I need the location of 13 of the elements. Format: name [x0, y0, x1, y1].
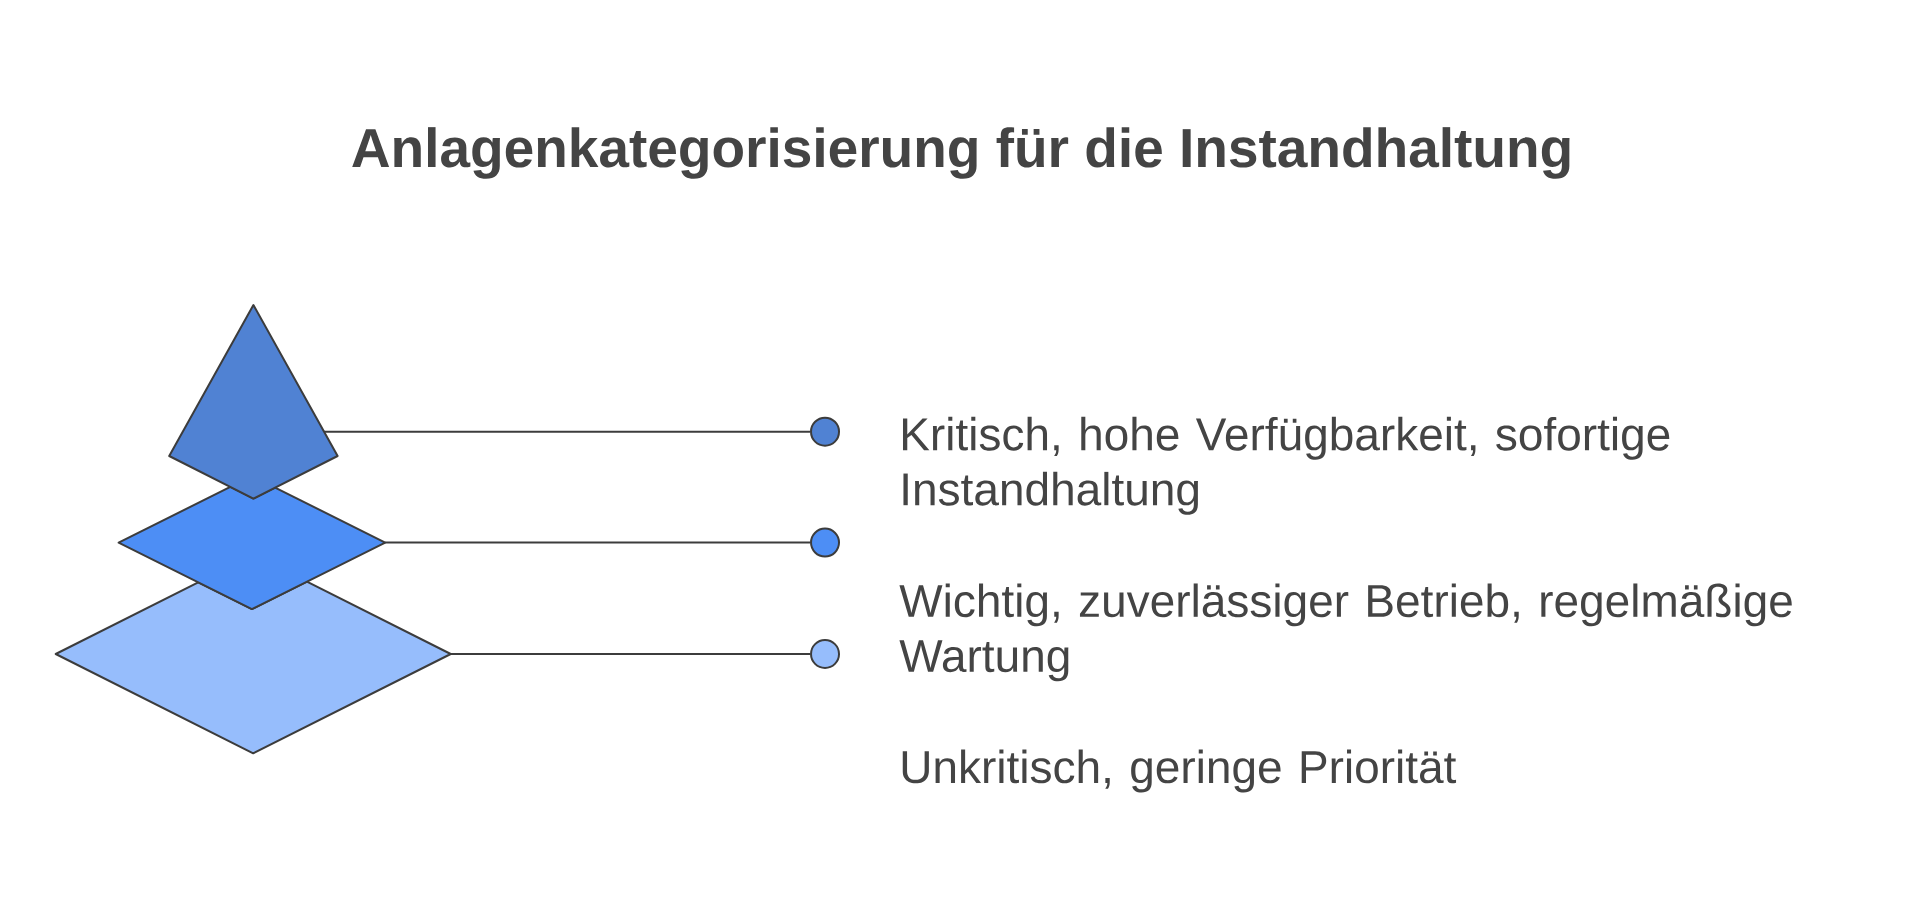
- pyramid-layer: [54, 580, 452, 755]
- end-dot: [810, 639, 840, 669]
- end-dot: [810, 527, 840, 558]
- connector-line: [449, 653, 811, 655]
- pyramid-layer: [117, 485, 387, 611]
- connector-line: [323, 430, 811, 433]
- description-text: Kritisch, hohe Verfügbarkeit, sofortige Instandhaltung: [903, 416, 1670, 515]
- connector-line: [384, 541, 811, 544]
- description-text: Wichtig, zuverlässiger Betrieb, regelmäßige Wartung: [899, 583, 1792, 682]
- title: Anlagenkategorisierung für die Instandhaltung: [352, 127, 1570, 179]
- end-dot: [810, 416, 840, 447]
- description-text: Unkritisch, geringe Priorität: [902, 749, 1457, 793]
- pyramid-tip: [168, 304, 339, 500]
